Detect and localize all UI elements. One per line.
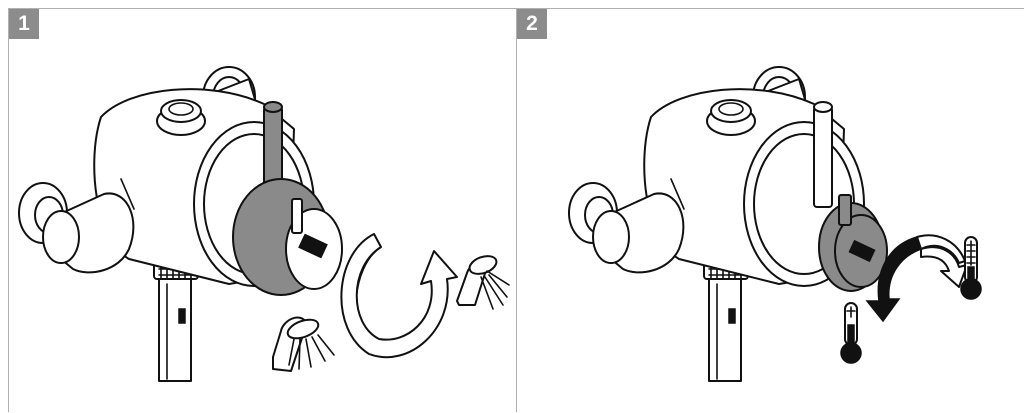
step-2-panel: 2: [516, 8, 1024, 412]
thermometer-icon: [841, 303, 861, 363]
thermometer-icon: [961, 237, 981, 299]
top-cap: [707, 100, 755, 135]
hand-shower-icon: [273, 316, 334, 371]
control-knob: [233, 179, 342, 295]
step-1-illustration: [9, 9, 517, 413]
hand-shower-icon: [457, 253, 509, 309]
outlet-pipe: [159, 277, 191, 381]
top-cap: [157, 100, 205, 135]
step-2-illustration: [517, 9, 1024, 413]
lever: [814, 102, 832, 207]
outlet-pipe: [709, 277, 741, 381]
rotate-arrow-icon: [341, 234, 457, 357]
step-1-panel: 1: [8, 8, 516, 412]
